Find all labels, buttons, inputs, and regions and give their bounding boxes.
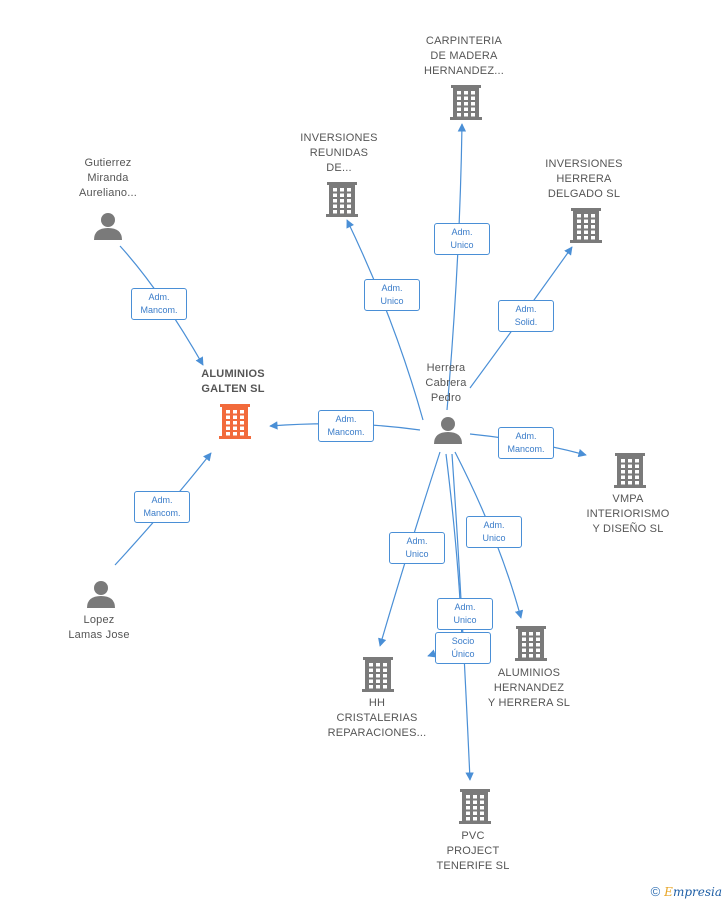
building-icon[interactable]: [219, 404, 251, 439]
node-label-inversiones-reunidas[interactable]: INVERSIONES REUNIDAS DE...: [300, 131, 378, 174]
person-icon[interactable]: [94, 213, 122, 240]
edge-herrera-inversiones_reunidas: [346, 219, 424, 421]
edge-label[interactable]: Adm. Solid.: [498, 300, 554, 332]
edge-label[interactable]: Adm. Mancom.: [498, 427, 554, 459]
building-icon[interactable]: [362, 657, 394, 692]
person-icon[interactable]: [87, 581, 115, 608]
building-icon[interactable]: [515, 626, 547, 661]
edge-label[interactable]: Adm. Unico: [389, 532, 445, 564]
node-label-lopez[interactable]: Lopez Lamas Jose: [68, 614, 130, 641]
building-icon[interactable]: [570, 208, 602, 243]
edge-label[interactable]: Adm. Mancom.: [318, 410, 374, 442]
person-icon[interactable]: [434, 417, 462, 444]
node-label-herrera[interactable]: Herrera Cabrera Pedro: [425, 361, 467, 404]
edge-label[interactable]: Adm. Mancom.: [134, 491, 190, 523]
edge-label[interactable]: Adm. Mancom.: [131, 288, 187, 320]
building-icon[interactable]: [614, 453, 646, 488]
edge-label[interactable]: Adm. Unico: [466, 516, 522, 548]
node-label-aluminios-galten[interactable]: ALUMINIOS GALTEN SL: [201, 368, 265, 395]
building-icon[interactable]: [326, 182, 358, 217]
node-label-carpinteria[interactable]: CARPINTERIA DE MADERA HERNANDEZ...: [423, 34, 505, 77]
edge-herrera-carpinteria: [446, 123, 467, 411]
edge-label[interactable]: Adm. Unico: [434, 223, 490, 255]
edge-label[interactable]: Socio Único: [435, 632, 491, 664]
icons-layer: [87, 85, 646, 824]
building-icon[interactable]: [459, 789, 491, 824]
empresia-logo: ©Empresia: [651, 884, 722, 899]
node-label-pvc-project[interactable]: PVC PROJECT TENERIFE SL: [436, 829, 510, 872]
node-label-inversiones-herrera[interactable]: INVERSIONES HERRERA DELGADO SL: [545, 157, 623, 200]
building-icon[interactable]: [450, 85, 482, 120]
node-label-aluminios-hernandez[interactable]: ALUMINIOS HERNANDEZ Y HERRERA SL: [487, 666, 571, 709]
edge-label[interactable]: Adm. Unico: [437, 598, 493, 630]
edge-label[interactable]: Adm. Unico: [364, 279, 420, 311]
node-label-gutierrez[interactable]: Gutierrez Miranda Aureliano...: [78, 156, 138, 199]
copyright-icon: ©: [650, 884, 661, 899]
brand-name: Empresia: [664, 885, 722, 899]
node-label-hh-cristalerias[interactable]: HH CRISTALERIAS REPARACIONES...: [327, 696, 427, 739]
node-label-vmpa[interactable]: VMPA INTERIORISMO Y DISEÑO SL: [586, 492, 670, 535]
